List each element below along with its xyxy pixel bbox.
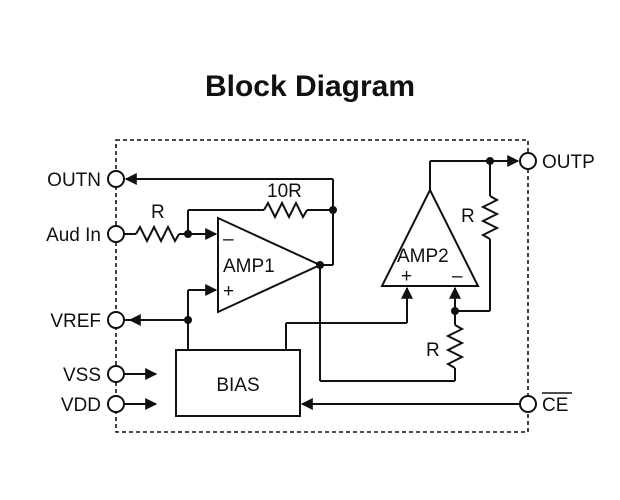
bias-label: BIAS [216, 375, 259, 396]
input-resistor-label: R [151, 202, 165, 223]
amp2-label: AMP2 [397, 246, 449, 267]
amp2-input-resistor-label: R [426, 340, 440, 361]
feedback-resistor [263, 200, 308, 220]
diagram-title: Block Diagram [204, 70, 416, 103]
amp1-plus: + [223, 281, 234, 302]
feedback-resistor-label: 10R [267, 181, 302, 202]
amp2-plus: + [401, 266, 412, 287]
vss-pin [107, 365, 125, 383]
ce-pin [519, 395, 537, 413]
vdd-pin [107, 395, 125, 413]
bias-block [175, 349, 301, 417]
aud-in-label: Aud In [46, 225, 101, 246]
aud-in-pin [107, 225, 125, 243]
ce-label: CE [542, 395, 568, 416]
vref-label: VREF [50, 311, 101, 332]
chip-boundary [115, 139, 529, 433]
amp1-minus: – [223, 229, 234, 250]
amp2-input-resistor [445, 324, 465, 369]
amp2-feedback-resistor-label: R [461, 206, 475, 227]
outn-pin [107, 170, 125, 188]
vref-pin [107, 311, 125, 329]
amp2-feedback-resistor [480, 195, 500, 240]
amp2-triangle [380, 187, 480, 287]
vdd-label: VDD [61, 395, 101, 416]
input-resistor [135, 224, 180, 244]
amp2-minus: – [452, 266, 463, 287]
amp1-label: AMP1 [223, 256, 275, 277]
outp-pin [519, 152, 537, 170]
outp-label: OUTP [542, 152, 595, 173]
amp1-triangle [217, 216, 323, 314]
outn-label: OUTN [47, 170, 101, 191]
vss-label: VSS [63, 365, 101, 386]
